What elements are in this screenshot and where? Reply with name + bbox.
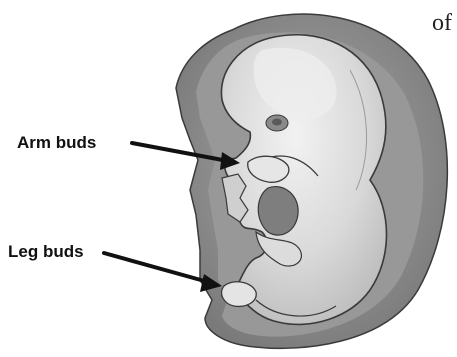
arm-buds-label: Arm buds [17, 133, 96, 153]
chest-hollow [258, 187, 298, 236]
leg-bud [222, 282, 257, 307]
leg-buds-label: Leg buds [8, 242, 84, 262]
page-text-fragment: of [432, 10, 452, 37]
